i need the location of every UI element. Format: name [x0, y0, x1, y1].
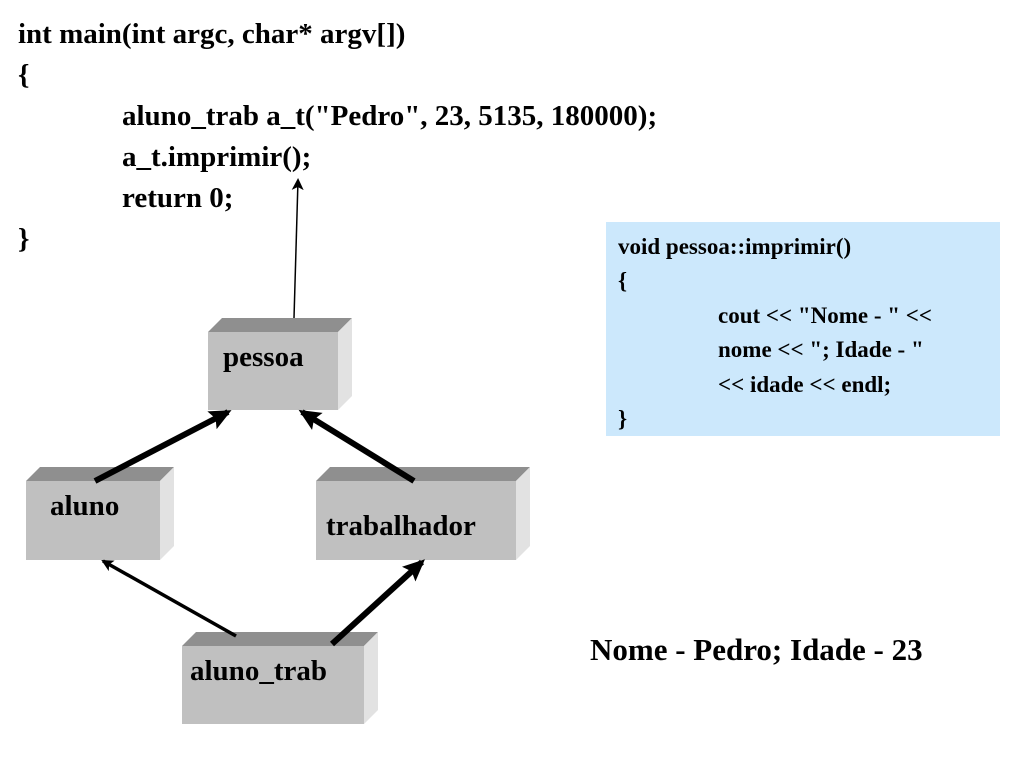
- main-function-code: int main(int argc, char* argv[]) { aluno…: [18, 14, 657, 260]
- class-box-aluno: aluno: [26, 467, 174, 560]
- inheritance-arrow-alunotrab-trabalhador: [329, 559, 425, 647]
- class-label-aluno-trab: aluno_trab: [190, 655, 327, 687]
- method-line-close-brace: }: [618, 406, 628, 432]
- class-label-trabalhador: trabalhador: [326, 510, 476, 542]
- code-line-open-brace: {: [18, 59, 30, 91]
- call-arrow: [291, 178, 304, 319]
- code-line-signature: int main(int argc, char* argv[]): [18, 18, 406, 50]
- code-line-constructor: aluno_trab a_t("Pedro", 23, 5135, 180000…: [122, 100, 658, 132]
- method-line-cout-1: cout << "Nome - " <<: [718, 302, 933, 328]
- program-output: Nome - Pedro; Idade - 23: [590, 632, 923, 667]
- code-line-imprimir-call: a_t.imprimir();: [122, 141, 312, 173]
- class-box-aluno-trab: aluno_trab: [182, 632, 378, 724]
- class-box-trabalhador: trabalhador: [316, 467, 530, 560]
- method-line-cout-2: nome << "; Idade - ": [718, 337, 924, 363]
- class-label-aluno: aluno: [50, 490, 119, 522]
- method-line-open-brace: {: [618, 268, 628, 294]
- inheritance-arrow-trabalhador-pessoa: [298, 409, 416, 484]
- class-label-pessoa: pessoa: [223, 341, 304, 373]
- imprimir-method-code-box: void pessoa::imprimir() { cout << "Nome …: [606, 222, 1000, 436]
- method-line-cout-3: << idade << endl;: [718, 371, 892, 397]
- inheritance-arrow-aluno-pessoa: [93, 409, 232, 484]
- code-line-close-brace: }: [18, 223, 30, 255]
- method-line-signature: void pessoa::imprimir(): [618, 234, 852, 259]
- inheritance-arrow-alunotrab-aluno: [101, 559, 237, 638]
- code-line-return: return 0;: [122, 182, 234, 214]
- class-box-pessoa: pessoa: [208, 318, 352, 410]
